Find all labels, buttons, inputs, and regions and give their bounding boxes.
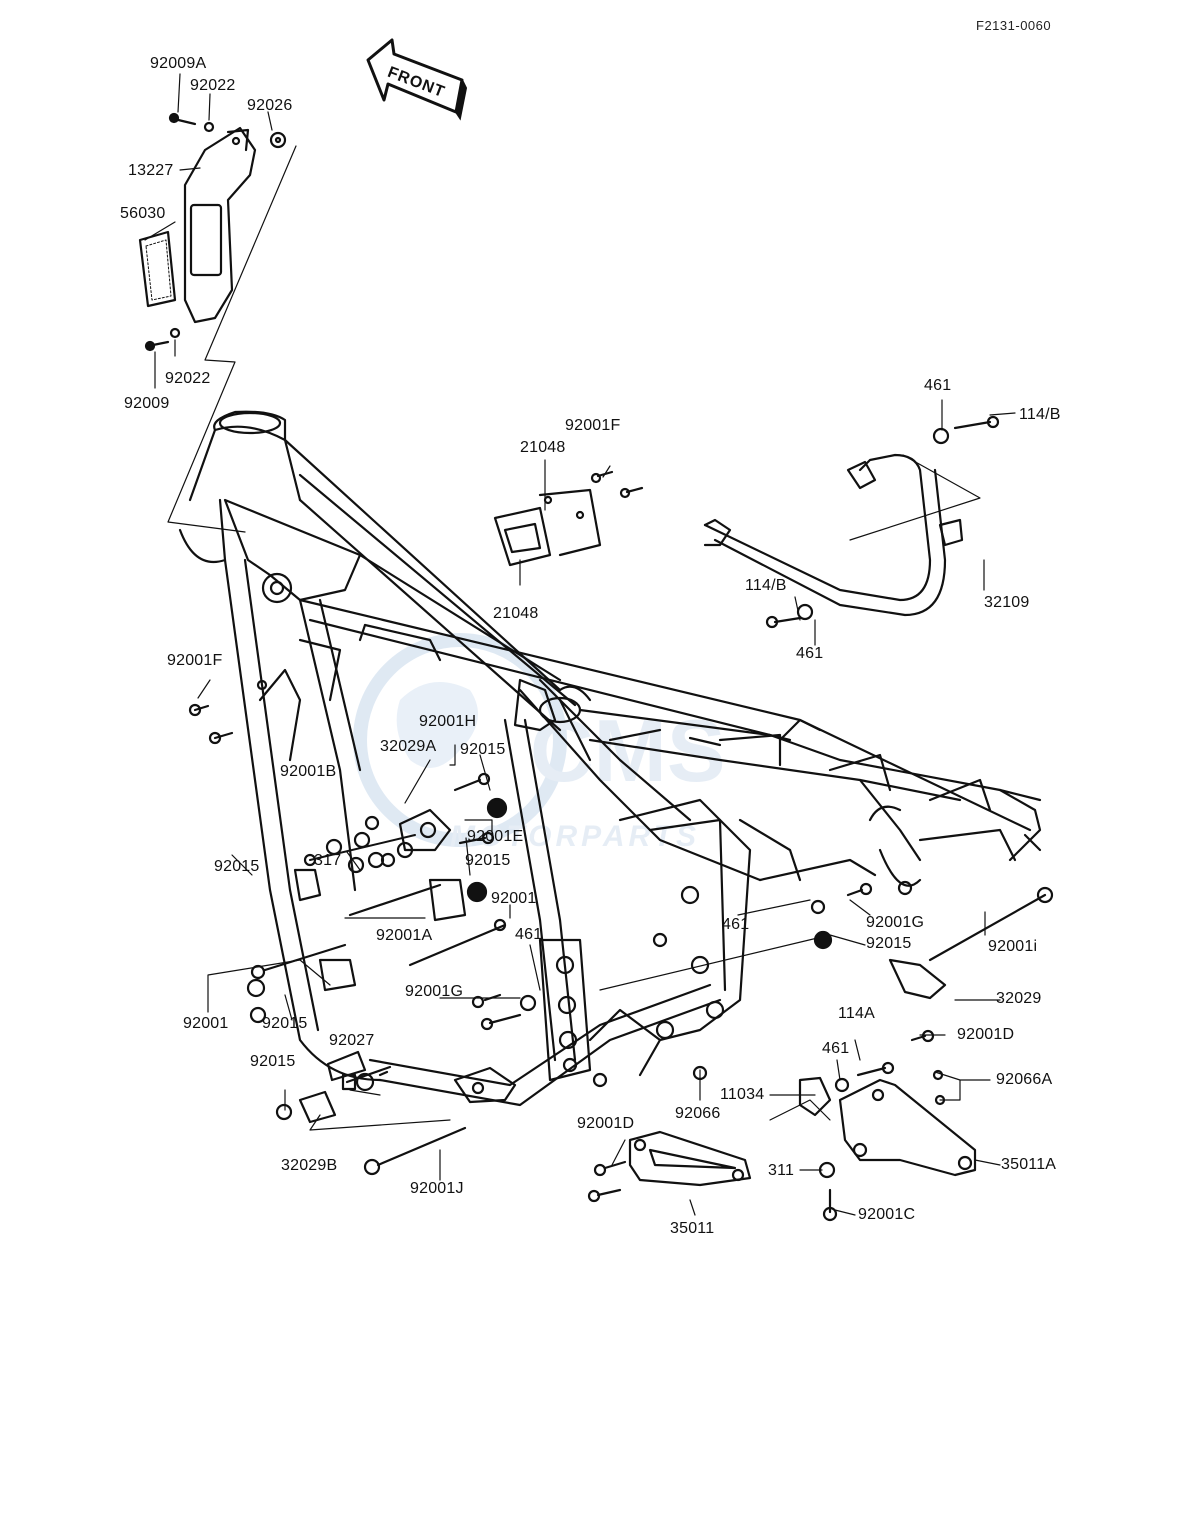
part-label: 35011 [670,1220,715,1237]
part-label: 92066 [675,1105,721,1122]
part-label: 92015 [214,858,260,875]
part-label: 92015 [465,852,511,869]
part-label: 461 [515,926,543,943]
part-label: 92001G [405,983,464,1000]
part-label: 461 [722,916,750,933]
part-label: 92001C [858,1206,916,1223]
part-label: 11034 [720,1086,765,1103]
part-label: 92001E [467,828,524,845]
part-label: 92001J [410,1180,464,1197]
part-label: 92001F [565,417,621,434]
top-fasteners [144,112,287,352]
leader-lines [144,73,1016,1216]
part-label: 92001H [419,713,477,730]
part-label: 92066A [996,1071,1053,1088]
headlight-cover-drawing [183,126,257,324]
part-label: 92001 [491,890,537,907]
part-label: 92015 [866,935,912,952]
part-label: 92009A [150,55,207,72]
footrest-bracket-drawing [587,1130,752,1203]
part-label: 114/B [1019,406,1061,423]
watermark-globe-icon [353,633,567,847]
part-label: 317 [314,852,342,869]
part-label: 461 [822,1040,850,1057]
part-label: 461 [796,645,824,662]
part-label: 92027 [329,1032,375,1049]
part-label: 311 [768,1162,795,1179]
part-label: 92015 [460,741,506,758]
front-direction-arrow: FRONT [360,36,470,136]
watermark-brand: CMS [530,701,726,800]
part-label: 92001 [183,1015,229,1032]
front-arrow-icon [366,38,468,121]
part-label: 32109 [984,594,1030,611]
part-label: 92022 [165,370,211,387]
part-label: 35011A [1001,1156,1057,1173]
part-label: 92001B [280,763,337,780]
frame-drawing-main [178,410,1042,1107]
part-label: 461 [924,377,952,394]
part-label: 114A [838,1005,875,1022]
part-label: 92001i [988,938,1038,955]
part-label: 92001D [577,1115,635,1132]
reference-code: F2131-0060 [976,18,1052,33]
part-label: 92009 [124,395,170,412]
part-label: 13227 [128,162,174,179]
headlight-bracket-drawing [493,488,602,567]
part-label: 21048 [520,439,566,456]
part-label: 92001G [866,914,925,931]
part-label: 92001F [167,652,223,669]
part-label: 92001A [376,927,433,944]
part-label: 32029A [380,738,437,755]
part-label: 92026 [247,97,293,114]
part-label: 92022 [190,77,236,94]
part-label: 92001D [957,1026,1015,1043]
rear-brackets-drawing [798,958,977,1222]
frame-fasteners [188,415,1054,1176]
part-label: 56030 [120,205,166,222]
part-label: 32029 [996,990,1042,1007]
part-label: 92015 [262,1015,308,1032]
part-label: 21048 [493,605,539,622]
part-label: 32029B [281,1157,338,1174]
grille-drawing [138,230,177,308]
misc-parts-drawing [298,808,452,1124]
engine-guard-drawing [703,453,964,617]
part-label: 92015 [250,1053,296,1070]
part-label: 114/B [745,577,787,594]
